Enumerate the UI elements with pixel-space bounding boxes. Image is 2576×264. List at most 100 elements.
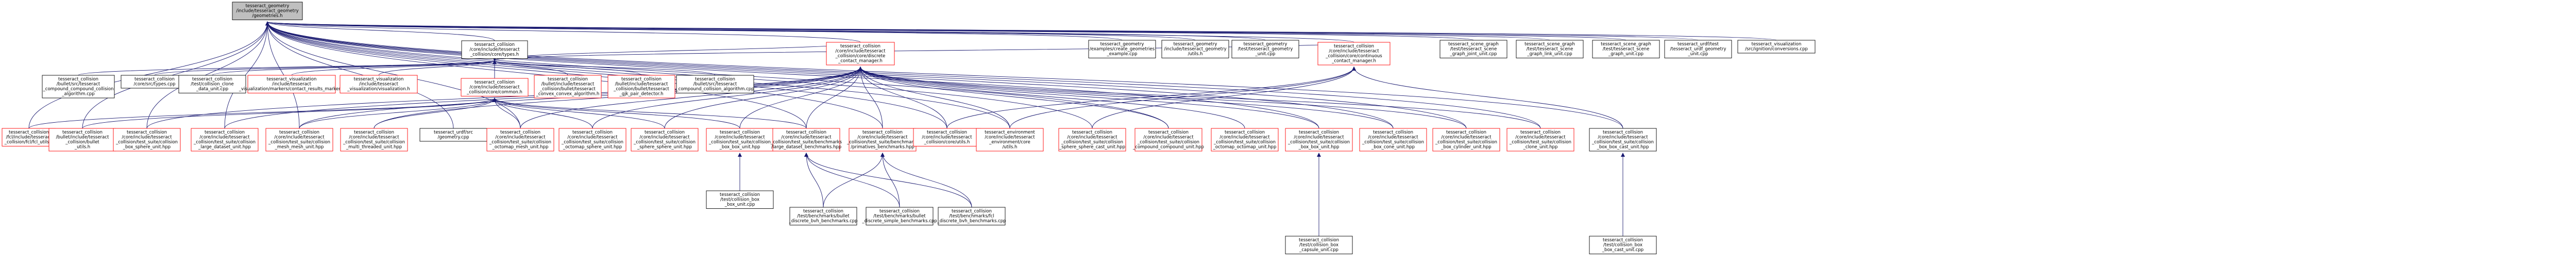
node-box_box[interactable]: tesseract_collision/core/include/tessera… [706,128,774,152]
node-label-line: tesseract_collision [474,80,515,85]
edge-env_utils-to-discrete_mgr [858,67,1010,129]
node-fcl_utils[interactable]: tesseract_collision/fcl/include/tesserac… [2,128,56,146]
node-continuous_mgr[interactable]: tesseract_collision/core/include/tessera… [1317,42,1391,65]
node-box [247,75,336,93]
node-octomap_mesh[interactable]: tesseract_collision/core/include/tessera… [486,128,554,152]
node-gjk_pair[interactable]: tesseract_collision/bullet/include/tesse… [607,75,675,98]
edge-core_utils-to-root [265,21,947,129]
node-types_cpp[interactable]: tesseract_collision/core/src/types.cpp [121,75,189,89]
node-box_box_cast_cpp[interactable]: tesseract_collision/test/collision_box_b… [1589,236,1657,254]
node-box_box_cast[interactable]: tesseract_collision/core/include/tessera… [1589,128,1657,152]
edge-compound_algo2-to-types [493,60,716,76]
node-label-line: /bullet/include/tesseract [615,82,668,87]
node-box_cone[interactable]: tesseract_collision/core/include/tessera… [1359,128,1427,152]
node-box_box_unit[interactable]: tesseract_collision/core/include/tessera… [1285,128,1353,152]
node-label-line: _collision/core/continuous [1325,54,1382,59]
node-label-line: _collision/bullet [65,140,99,145]
node-multi_threaded[interactable]: tesseract_collision/core/include/tessera… [340,128,408,152]
edge-box_cone-to-discrete_mgr [858,67,1394,129]
node-box [1737,40,1816,54]
node-label-line: tesseract_collision [134,77,175,82]
node-label-line: /core/include/tesseract [1515,135,1566,140]
node-large_dataset[interactable]: tesseract_collision/core/include/tessera… [191,128,259,152]
node-label-line: tesseract_collision [1299,130,1339,135]
node-box [1359,128,1427,152]
node-mesh_mesh[interactable]: tesseract_collision/core/include/tessera… [265,128,333,152]
edge-discrete_mgr-to-root [265,21,861,43]
edge-large_dataset-to-root [224,21,269,129]
node-label-line: tesseract_environment [985,130,1035,135]
node-bench_bullet_simple[interactable]: tesseract_collision/test/benchmarks/bull… [861,207,937,225]
node-label-line: _collision/fcl/fcl_utils.h [4,140,54,145]
node-scene_graph_link[interactable]: tesseract_scene_graph/test/tesseract_sce… [1516,40,1584,58]
node-label-line: tesseract_geometry [1100,42,1144,47]
node-label-line: tesseract_collision [9,130,49,135]
edge-sphere_sphere-to-discrete_mgr [664,67,862,129]
edge-clone_unit-to-discrete_mgr [858,67,1541,129]
node-label-line: _compound_collision_algorithm.cpp [675,87,754,92]
node-label-line: _graph_joint_unit.cpp [1450,52,1497,57]
node-create_geometries[interactable]: tesseract_geometry/examples/create_geome… [1088,40,1156,58]
node-bullet_utils[interactable]: tesseract_collision/bullet/include/tesse… [48,128,116,152]
node-label-line: tesseract_collision [695,77,735,82]
node-common_h[interactable]: tesseract_collision/core/include/tessera… [461,78,529,96]
edge-contact_markers-to-types [291,60,497,76]
node-label-line: _box_box_cast_unit.hpp [1597,145,1649,150]
node-label-line: /bullet/src/tesseract [57,82,100,87]
node-geometry_unit[interactable]: tesseract_geometry/test/tesseract_geomet… [1231,40,1299,58]
node-label-line: tesseract_collision [927,130,967,135]
node-label-line: _visualization/markers/contact_results_m… [239,87,344,92]
edge-env_utils-to-continuous_mgr [1009,67,1356,129]
node-label-line: tesseract_collision [58,77,98,82]
node-octomap_octomap[interactable]: tesseract_collision/core/include/tessera… [1211,128,1279,152]
node-label-line: _environment/core [989,140,1030,145]
edge-env_utils-to-root [265,21,1010,129]
node-primatives_bench[interactable]: tesseract_collision/core/include/tessera… [846,128,919,152]
edge-octomap_sphere-to-common_h [493,97,593,129]
node-compound_algo[interactable]: tesseract_collision/bullet/src/tesseract… [42,75,115,98]
node-label-line: _collision/bullet/tesseract [539,87,596,92]
node-urdf_geometry[interactable]: tesseract_urdf/src/geometry.cpp [419,128,487,142]
node-contact_markers[interactable]: tesseract_visualization/include/tesserac… [239,75,344,93]
node-env_utils[interactable]: tesseract_environment/core/include/tesse… [976,128,1044,152]
node-label-line: _collision/test_suite/collision [268,140,330,145]
node-scene_graph_unit[interactable]: tesseract_scene_graph/test/tesseract_sce… [1592,40,1660,58]
node-box [419,128,487,142]
node-box_box_cpp[interactable]: tesseract_collision/test/collision_box_b… [706,190,774,209]
node-visualization_h[interactable]: tesseract_visualization/include/tesserac… [340,75,418,93]
node-discrete_mgr[interactable]: tesseract_collision/core/include/tessera… [826,42,895,65]
node-core_utils[interactable]: tesseract_collision/core/include/tessera… [913,128,981,146]
node-octomap_sphere[interactable]: tesseract_collision/core/include/tessera… [558,128,626,152]
node-collision_clone[interactable]: tesseract_collision/test/collision_clone… [178,75,246,93]
node-box_cylinder[interactable]: tesseract_collision/core/include/tessera… [1432,128,1500,152]
node-clone_unit[interactable]: tesseract_collision/core/include/tessera… [1506,128,1574,152]
node-label-line: /core/include/tesseract [835,49,886,54]
node-ignition_conv[interactable]: tesseract_visualization/src/ignition/con… [1737,40,1816,54]
node-sphere_cast[interactable]: tesseract_collision/core/include/tessera… [1058,128,1126,152]
node-box_capsule_cpp[interactable]: tesseract_collision/test/collision_box_c… [1285,236,1353,254]
node-box [706,128,774,152]
node-urdf_unit[interactable]: tesseract_urdf/test/tesseract_urdf_geome… [1664,40,1732,58]
edge-core_utils-to-continuous_mgr [946,67,1356,129]
node-label-line: tesseract_collision [192,77,232,82]
node-large_dataset_bench[interactable]: tesseract_collision/core/include/tessera… [770,128,842,152]
node-scene_graph_joint[interactable]: tesseract_scene_graph/test/tesseract_sce… [1439,40,1507,58]
node-compound_compound[interactable]: tesseract_collision/core/include/tessera… [1132,128,1204,152]
node-label-line: _convex_convex_algorithm.h [536,92,600,97]
edge-visualization_h-to-types [378,60,497,76]
node-box_sphere[interactable]: tesseract_collision/core/include/tessera… [113,128,181,152]
node-label-line: /test/tesseract_scene [1603,47,1650,52]
node-label-line: _collision/bullet/tesseract [613,87,669,92]
node-sphere_sphere[interactable]: tesseract_collision/core/include/tessera… [631,128,699,152]
edge-large_dataset_bench-to-root [265,21,807,129]
node-label-line: /core/include/tesseract [122,135,172,140]
node-label-line: tesseract_scene_graph [1601,42,1651,47]
node-compound_algo2[interactable]: tesseract_collision/bullet/src/tesseract… [675,75,754,93]
node-bench_fcl_bvh[interactable]: tesseract_collision/test/benchmarks/fcl_… [937,207,1006,225]
node-types[interactable]: tesseract_collision/core/include/tessera… [461,40,528,59]
node-bench_bullet_bvh[interactable]: tesseract_collision/test/benchmarks/bull… [788,207,858,225]
node-label-line: tesseract_collision [1603,238,1643,243]
node-geometry_h[interactable]: tesseract_geometry/include/tesseract_geo… [1161,40,1229,58]
node-convex_convex[interactable]: tesseract_collision/bullet/include/tesse… [534,75,602,98]
edge-core_utils-to-discrete_mgr [858,67,947,129]
